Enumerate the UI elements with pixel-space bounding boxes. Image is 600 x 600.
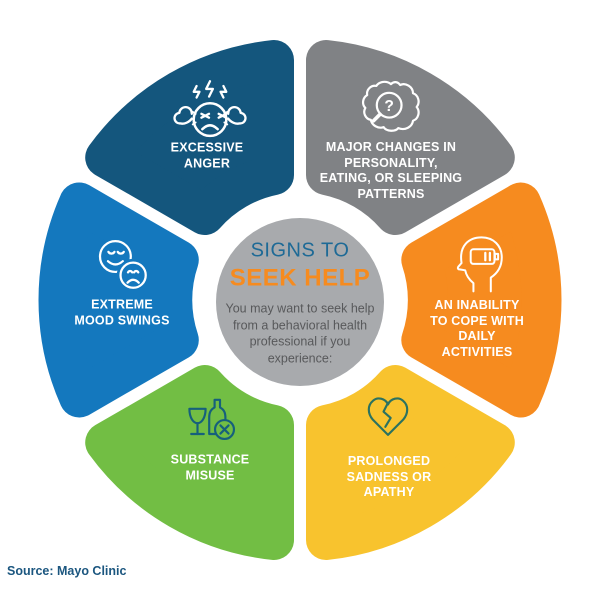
segment-prolonged-sadness [306,365,515,560]
center-title: SIGNS TO [250,239,350,262]
center-description: You may want to seek help from a behavio… [225,301,375,366]
mood-faces-icon [91,236,151,292]
center-subtitle: SEEK HELP [229,264,371,292]
segment-extreme-mood-swings [38,182,199,418]
alcohol-warning-icon [182,389,240,443]
question-mark-glyph: ? [384,98,394,115]
segment-inability-to-cope [401,182,562,418]
segment-excessive-anger [85,40,294,235]
source-attribution: Source: Mayo Clinic [7,564,127,578]
segment-major-changes [306,40,515,235]
angry-face-icon [164,75,256,145]
segment-label-prolonged-sadness: PROLONGED SADNESS OR APATHY [346,453,432,499]
segment-label-inability-to-cope: AN INABILITY TO COPE WITH DAILY ACTIVITI… [430,298,524,359]
segment-label-extreme-mood-swings: EXTREME MOOD SWINGS [74,297,170,328]
segment-label-excessive-anger: EXCESSIVE ANGER [170,140,244,171]
brain-magnifier-icon: ? [358,76,424,138]
segment-label-major-changes: MAJOR CHANGES IN PERSONALITY, EATING, OR… [319,140,463,201]
segment-label-substance-misuse: SUBSTANCE MISUSE [170,452,250,483]
head-low-battery-icon [443,231,513,295]
center-circle [216,218,384,386]
broken-heart-icon [361,392,415,442]
center-text-block: SIGNS TO SEEK HELP You may want to seek … [205,240,395,367]
